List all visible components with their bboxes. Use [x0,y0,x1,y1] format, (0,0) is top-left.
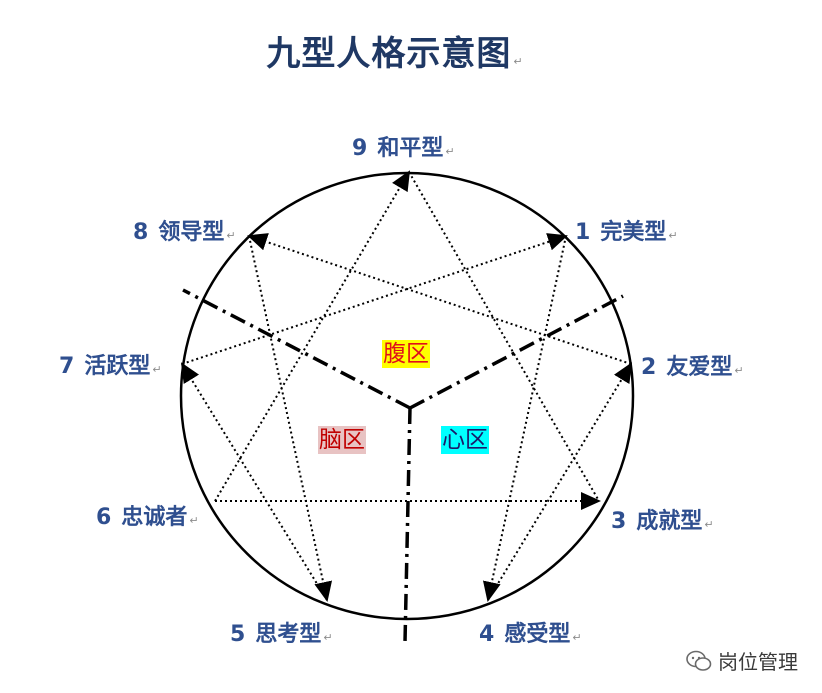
node-name-1: 完美型 [600,220,667,245]
zone-label-head: 脑区 [318,426,366,454]
division-line-left [182,288,411,410]
node-label-7: 7 活跃型↵ [59,348,162,380]
line-1-to-4 [482,235,567,602]
node-number-6: 6 [96,505,112,530]
node-label-2: 2 友爱型↵ [641,349,744,381]
node-number-4: 4 [479,622,495,647]
zone-label-belly: 腹区 [382,340,430,368]
node-number-3: 3 [611,509,627,534]
line-7-to-1 [181,233,568,365]
node-label-3: 3 成就型↵ [611,503,714,535]
wechat-icon [686,650,712,671]
node-name-3: 成就型 [636,509,703,534]
node-number-9: 9 [352,136,368,161]
node-name-4: 感受型 [504,622,571,647]
node-name-8: 领导型 [158,220,225,245]
paragraph-mark: ↵ [734,364,744,377]
connection-lines [180,170,633,602]
paragraph-mark: ↵ [572,631,582,644]
line-4-to-2 [487,362,633,601]
outer-circle [179,171,635,621]
paragraph-mark: ↵ [513,55,524,68]
line-9-to-3 [408,171,600,502]
watermark: 岗位管理 [686,646,798,675]
diagram-title: 九型人格示意图↵ [0,26,790,75]
watermark-text: 岗位管理 [718,650,798,674]
paragraph-mark: ↵ [189,514,199,527]
diagram-title-text: 九型人格示意图 [266,34,512,74]
line-8-to-5 [248,235,333,602]
node-number-8: 8 [133,220,149,245]
node-label-8: 8 领导型↵ [133,214,236,246]
paragraph-mark: ↵ [152,363,162,376]
node-label-4: 4 感受型↵ [479,616,582,648]
node-label-6: 6 忠诚者↵ [96,499,199,531]
paragraph-mark: ↵ [445,145,455,158]
paragraph-mark: ↵ [323,631,333,644]
zone-label-heart: 心区 [441,426,489,454]
paragraph-mark: ↵ [668,229,678,242]
node-name-2: 友爱型 [666,355,733,380]
line-2-to-8 [247,233,632,365]
node-number-2: 2 [641,355,657,380]
line-6-to-9 [214,170,411,502]
node-label-1: 1 完美型↵ [575,214,678,246]
line-5-to-7 [180,362,328,601]
division-line-right [409,294,624,410]
node-name-5: 思考型 [255,622,322,647]
node-number-1: 1 [575,220,591,245]
paragraph-mark: ↵ [226,229,236,242]
node-number-7: 7 [59,354,75,379]
node-label-9: 9 和平型↵ [352,130,455,162]
node-number-5: 5 [230,622,246,647]
node-label-5: 5 思考型↵ [230,616,333,648]
center-division-lines [182,288,624,643]
division-line-bottom [403,407,412,643]
node-name-9: 和平型 [377,136,444,161]
paragraph-mark: ↵ [704,518,714,531]
node-name-6: 忠诚者 [121,505,188,530]
node-name-7: 活跃型 [84,354,151,379]
